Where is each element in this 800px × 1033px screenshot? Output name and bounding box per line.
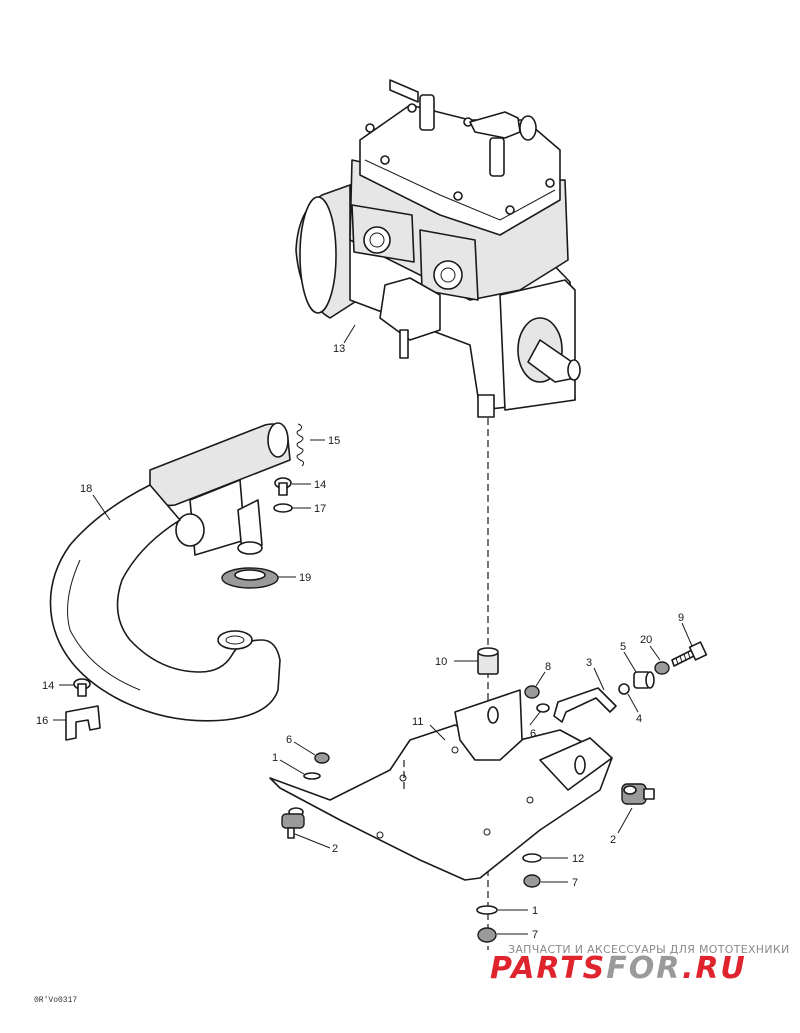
watermark-logo-for: FOR	[606, 951, 682, 986]
rubber-mount-left	[281, 807, 305, 839]
figure-code: 0R'Vo0317	[34, 996, 77, 1005]
washer-1-lower	[476, 905, 498, 915]
nut-7-lower	[477, 927, 497, 943]
callout-16: 16	[36, 715, 48, 727]
callout-4: 4	[636, 713, 642, 725]
callout-5: 5	[620, 641, 626, 653]
rubber-mount-right	[621, 783, 655, 805]
callout-13: 13	[333, 343, 345, 355]
callout-14-top: 14	[314, 479, 326, 491]
nut-6-left	[314, 752, 330, 764]
callout-1-lower: 1	[532, 905, 538, 917]
callout-7-upper: 7	[572, 877, 578, 889]
spacer-4	[618, 683, 630, 695]
nut-20	[654, 661, 670, 675]
bushing-5	[633, 671, 655, 689]
callout-6-right: 6	[530, 728, 536, 740]
callout-8: 8	[545, 661, 551, 673]
callout-6-left: 6	[286, 734, 292, 746]
watermark: ЗАПЧАСТИ И АКСЕССУАРЫ ДЛЯ МОТОТЕХНИКИ PA…	[490, 943, 790, 986]
nut-8	[524, 685, 540, 699]
leader-lines	[53, 324, 693, 935]
engine-assembly	[295, 79, 581, 418]
watermark-logo-ru: .RU	[682, 951, 747, 986]
callout-12: 12	[572, 853, 584, 865]
watermark-logo: PARTSFOR.RU	[490, 951, 747, 986]
callout-14-lower: 14	[42, 680, 54, 692]
callout-2-left: 2	[332, 843, 338, 855]
watermark-logo-parts: PARTS	[490, 951, 606, 986]
bolt-9	[671, 641, 708, 667]
silencer	[149, 422, 291, 556]
callout-11: 11	[412, 716, 423, 728]
washer-17	[273, 503, 293, 513]
bracket-3	[553, 687, 617, 723]
engine-mount-plate	[269, 689, 613, 881]
callout-10: 10	[435, 656, 447, 668]
callout-18: 18	[80, 483, 92, 495]
bolt-14-lower	[73, 678, 91, 697]
nut-7-upper	[523, 874, 541, 888]
callout-17: 17	[314, 503, 326, 515]
callout-20: 20	[640, 634, 652, 646]
callout-7-lower: 7	[532, 929, 538, 941]
callout-2-right: 2	[610, 834, 616, 846]
spacer-10	[477, 647, 499, 675]
callout-1-left: 1	[272, 752, 278, 764]
callout-3: 3	[586, 657, 592, 669]
bolt-14	[274, 477, 292, 496]
rubber-ring-19	[221, 567, 279, 589]
watermark-tagline: ЗАПЧАСТИ И АКСЕССУАРЫ ДЛЯ МОТОТЕХНИКИ	[508, 943, 790, 956]
callout-19: 19	[299, 572, 311, 584]
bracket-16	[65, 705, 101, 741]
exhaust-spring	[296, 423, 305, 467]
callout-9: 9	[678, 612, 684, 624]
callout-15: 15	[328, 435, 340, 447]
tuned-pipe	[49, 484, 281, 722]
washer-1-left	[303, 772, 321, 780]
washer-6-right	[536, 703, 550, 713]
washer-12	[522, 853, 542, 863]
